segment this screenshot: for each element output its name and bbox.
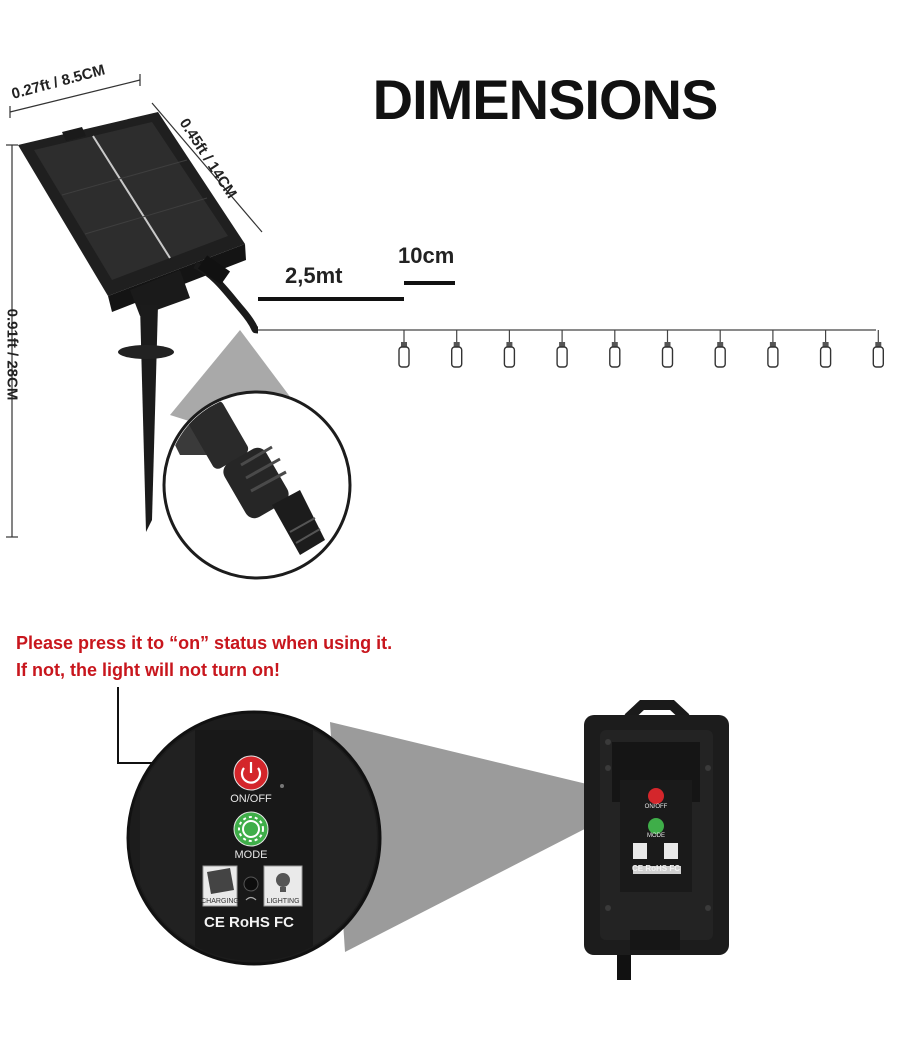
device-mode-label: MODE <box>647 833 665 839</box>
charging-label: CHARGING <box>201 898 239 905</box>
bulb <box>398 330 410 368</box>
bulb <box>609 330 621 368</box>
certification-marks: CE RoHS FC <box>204 914 294 931</box>
control-box-device <box>584 700 729 980</box>
bulb <box>714 330 726 368</box>
lead-cable-length-label: 2,5mt <box>285 263 343 288</box>
lighting-label: LIGHTING <box>266 898 300 905</box>
bulb <box>661 330 674 368</box>
power-button-label: ON/OFF <box>230 793 272 805</box>
bulb <box>819 330 832 368</box>
device-power-label: ON/OFF <box>644 804 668 810</box>
bulb <box>556 330 568 368</box>
solar-panel <box>18 112 259 334</box>
dimension-lines <box>6 74 263 538</box>
control-zoom <box>126 710 382 966</box>
bulb <box>767 330 779 368</box>
control-zoom-cone <box>330 722 645 952</box>
bulb <box>503 330 516 368</box>
bulb <box>451 330 463 368</box>
bulb <box>872 330 884 368</box>
bulb-spacing-label: 10cm <box>398 243 455 268</box>
page-title: DIMENSIONS <box>372 68 719 131</box>
ground-stake <box>118 305 174 532</box>
total-height-label: 0.91ft / 28CM <box>3 308 21 401</box>
device-certification-marks: CE RoHS FC <box>632 864 680 873</box>
string-lights <box>258 329 884 368</box>
warning-line-2: If not, the light will not turn on! <box>16 660 280 680</box>
mode-button-label: MODE <box>234 849 268 861</box>
connector-zoom <box>162 390 352 580</box>
warning-line-1: Please press it to “on” status when usin… <box>16 633 393 653</box>
usage-warning: Please press it to “on” status when usin… <box>16 630 392 684</box>
